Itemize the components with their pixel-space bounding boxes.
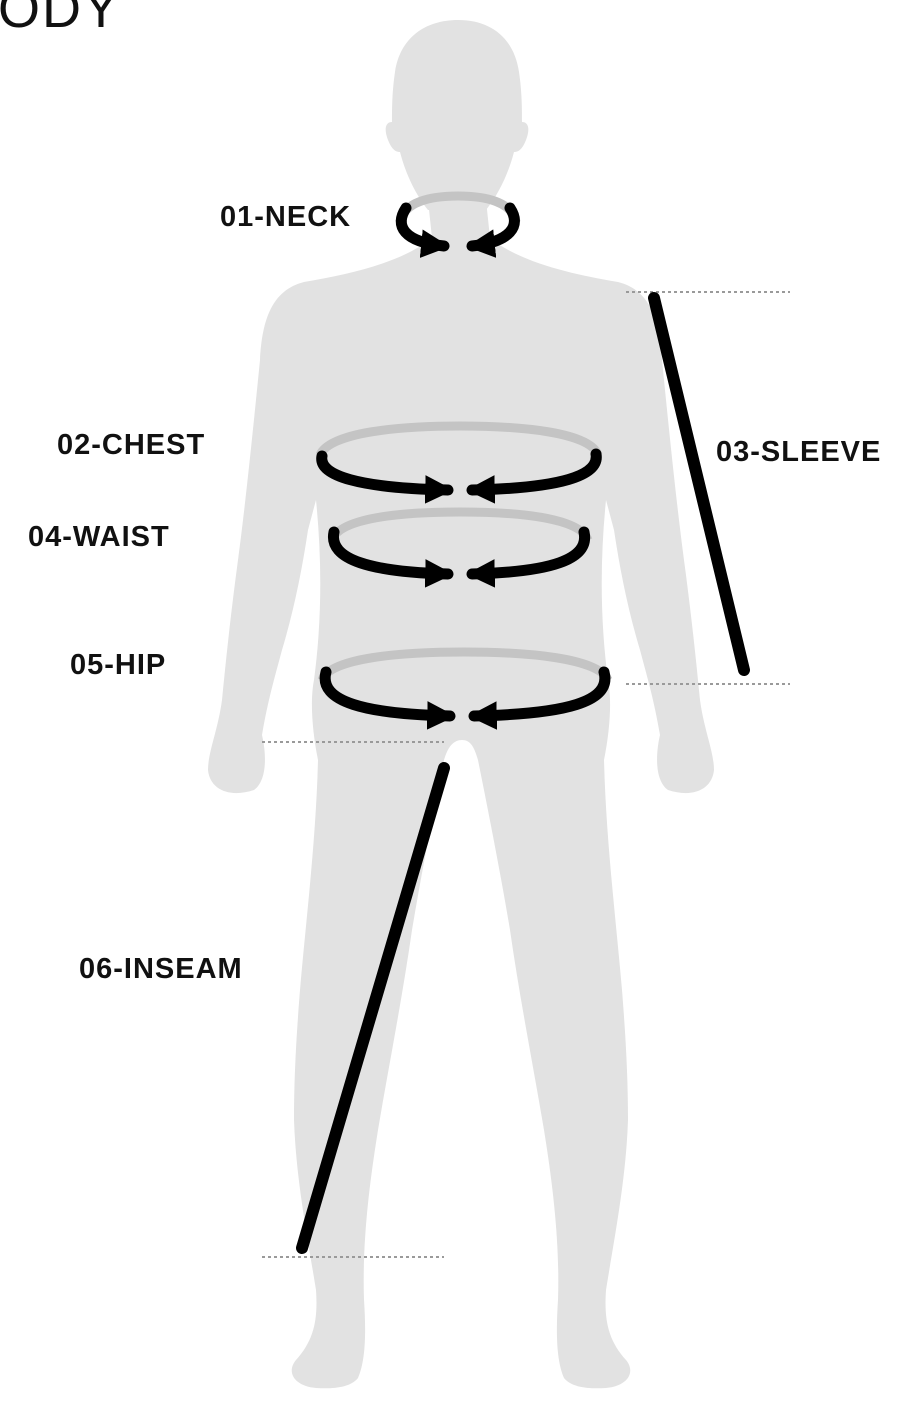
label-sleeve: 03-SLEEVE — [716, 436, 881, 469]
label-chest: 02-CHEST — [57, 429, 205, 462]
body-shape — [208, 200, 714, 1388]
diagram-title: BODY — [0, 0, 121, 40]
label-waist: 04-WAIST — [28, 521, 170, 554]
label-neck: 01-NECK — [220, 201, 351, 234]
label-hip: 05-HIP — [70, 649, 166, 682]
head-shape — [386, 20, 529, 210]
label-inseam: 06-INSEAM — [79, 953, 243, 986]
